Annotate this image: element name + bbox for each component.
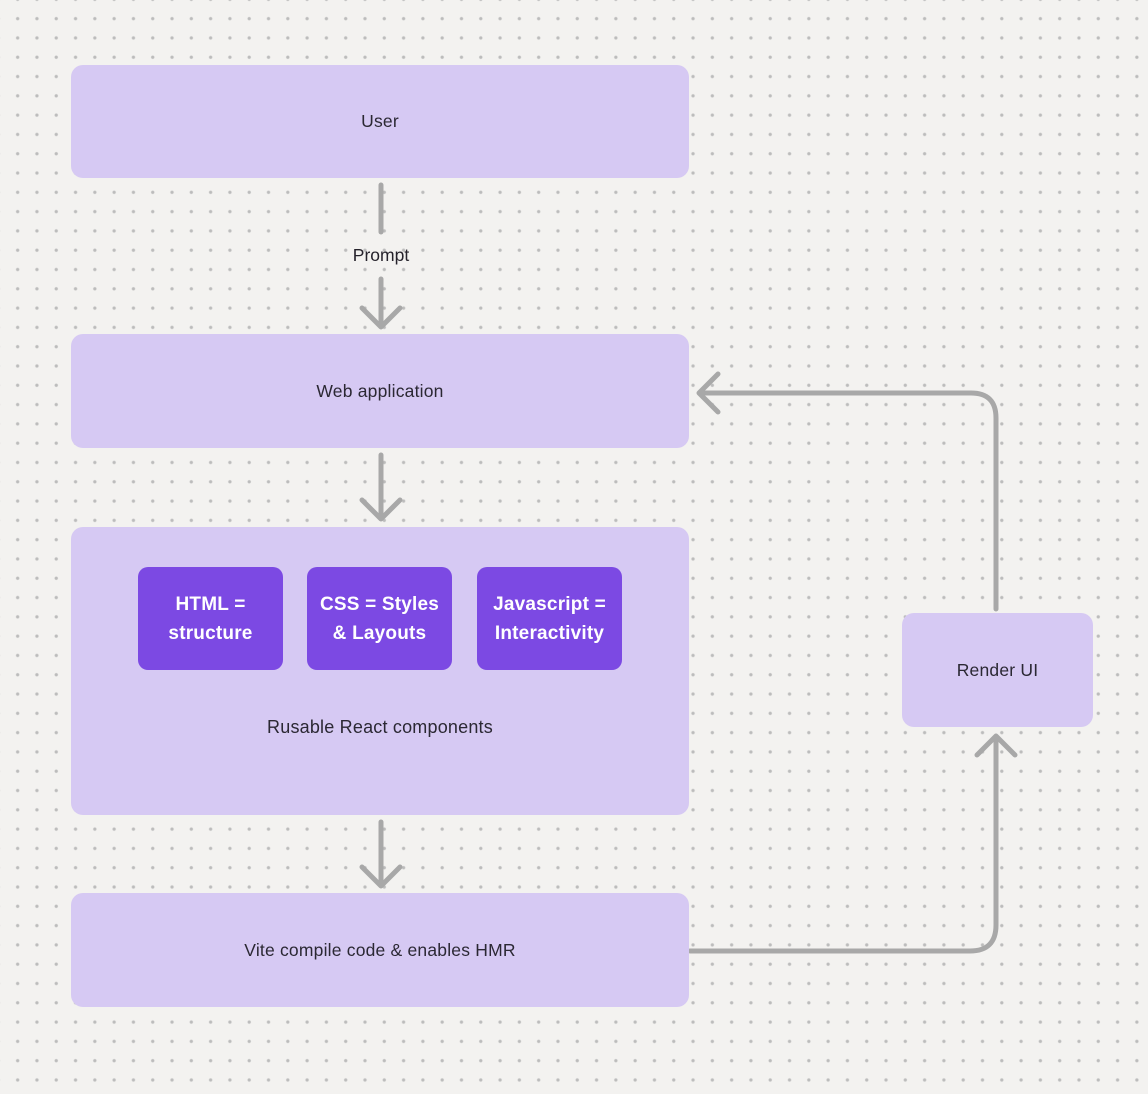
edge-label-prompt: Prompt — [352, 245, 410, 265]
connector-vite-to-renderui — [687, 737, 999, 954]
inner-node-html-label: HTML = structure — [168, 593, 253, 644]
arrowhead-up-renderui — [974, 733, 1018, 758]
inner-node-html: HTML = structure — [138, 567, 283, 670]
node-web-application-label: Web application — [316, 380, 444, 401]
node-render-ui: Render UI — [902, 613, 1093, 727]
node-vite: Vite compile code & enables HMR — [71, 893, 689, 1007]
node-render-ui-label: Render UI — [956, 659, 1039, 680]
inner-node-js: Javascript = Interactivity — [477, 567, 622, 670]
node-user: User — [71, 65, 689, 178]
node-components: HTML = structure CSS = Styles & Layouts … — [71, 527, 689, 815]
node-vite-label: Vite compile code & enables HMR — [244, 939, 516, 960]
connector-renderui-to-webapp — [700, 390, 999, 612]
node-web-application: Web application — [71, 334, 689, 448]
node-user-label: User — [361, 111, 399, 131]
inner-node-css-label: CSS = Styles & Layouts — [319, 593, 440, 644]
inner-node-js-label: Javascript = Interactivity — [493, 593, 606, 644]
inner-node-css: CSS = Styles & Layouts — [307, 567, 452, 670]
arrowhead-down-vite — [359, 864, 403, 889]
arrowhead-down-components — [359, 497, 403, 522]
arrowhead-left-webapp — [696, 371, 721, 415]
arrowhead-down-webapp — [359, 305, 403, 330]
components-caption: Rusable React components — [267, 717, 493, 737]
